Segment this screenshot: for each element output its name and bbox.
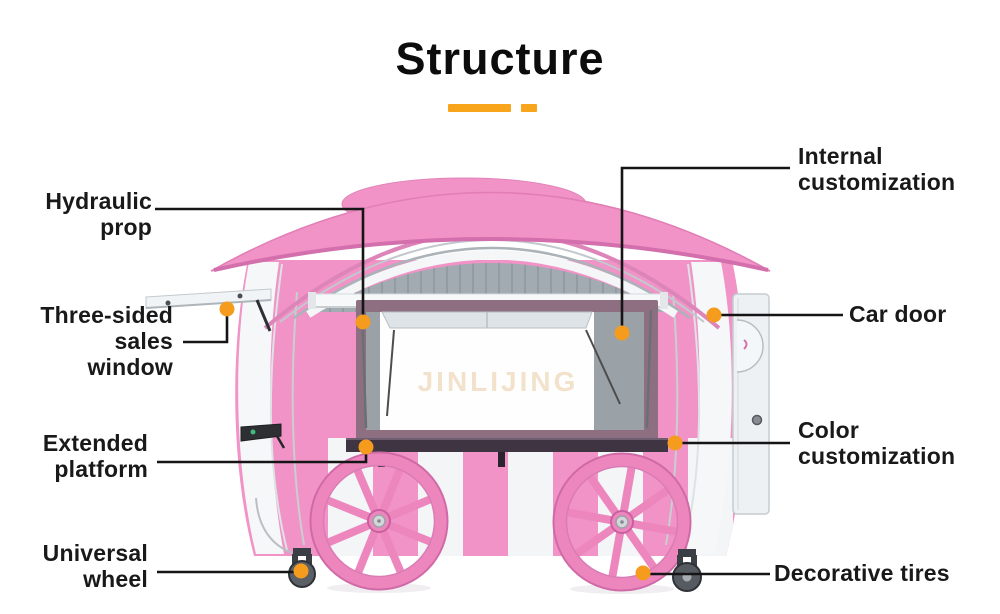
title-underline-short — [521, 104, 537, 112]
label-universal-wheel: Universal wheel — [42, 540, 148, 592]
dot-hydraulic-prop — [355, 314, 371, 330]
dot-internal-customization — [614, 325, 630, 341]
three-sided-sales-window-flap — [145, 288, 272, 332]
leader-hydraulic-prop — [155, 207, 365, 315]
dot-universal-wheel — [293, 563, 309, 579]
roof — [210, 177, 771, 272]
label-hydraulic-prop: Hydraulic prop — [45, 188, 152, 240]
label-car-door: Car door — [849, 301, 947, 327]
door-handle — [751, 414, 763, 426]
jinlijing-watermark: JINLIJING — [417, 366, 579, 397]
title-underline-long — [448, 104, 511, 112]
page-title: Structure — [395, 33, 605, 84]
label-internal-customization: Internal customization — [798, 143, 956, 195]
dot-car-door — [706, 307, 722, 323]
leader-lines — [155, 166, 843, 576]
leader-three-sided-sales-window — [183, 316, 229, 344]
right-pillar — [686, 262, 732, 554]
dot-color-customization — [667, 435, 683, 451]
label-color-customization: Color customization — [798, 417, 956, 469]
label-extended-platform: Extended platform — [42, 430, 148, 482]
serving-window — [356, 300, 658, 442]
universal-wheel-right — [672, 549, 702, 592]
label-decorative-tires: Decorative tires — [774, 560, 950, 586]
dot-extended-platform — [358, 439, 374, 455]
decorative-wheel-left — [309, 451, 449, 591]
extended-platform-shelf — [240, 423, 286, 449]
left-pillar — [238, 262, 284, 554]
dot-three-sided-sales-window — [219, 301, 235, 317]
car-door-panel — [732, 293, 770, 515]
leader-internal-customization — [620, 166, 790, 326]
decorative-wheel-right — [552, 452, 692, 592]
leader-dots — [219, 301, 722, 581]
label-three-sided-sales-window: Three-sided sales window — [40, 302, 173, 380]
leader-extended-platform — [157, 454, 368, 464]
dot-decorative-tires — [635, 565, 651, 581]
